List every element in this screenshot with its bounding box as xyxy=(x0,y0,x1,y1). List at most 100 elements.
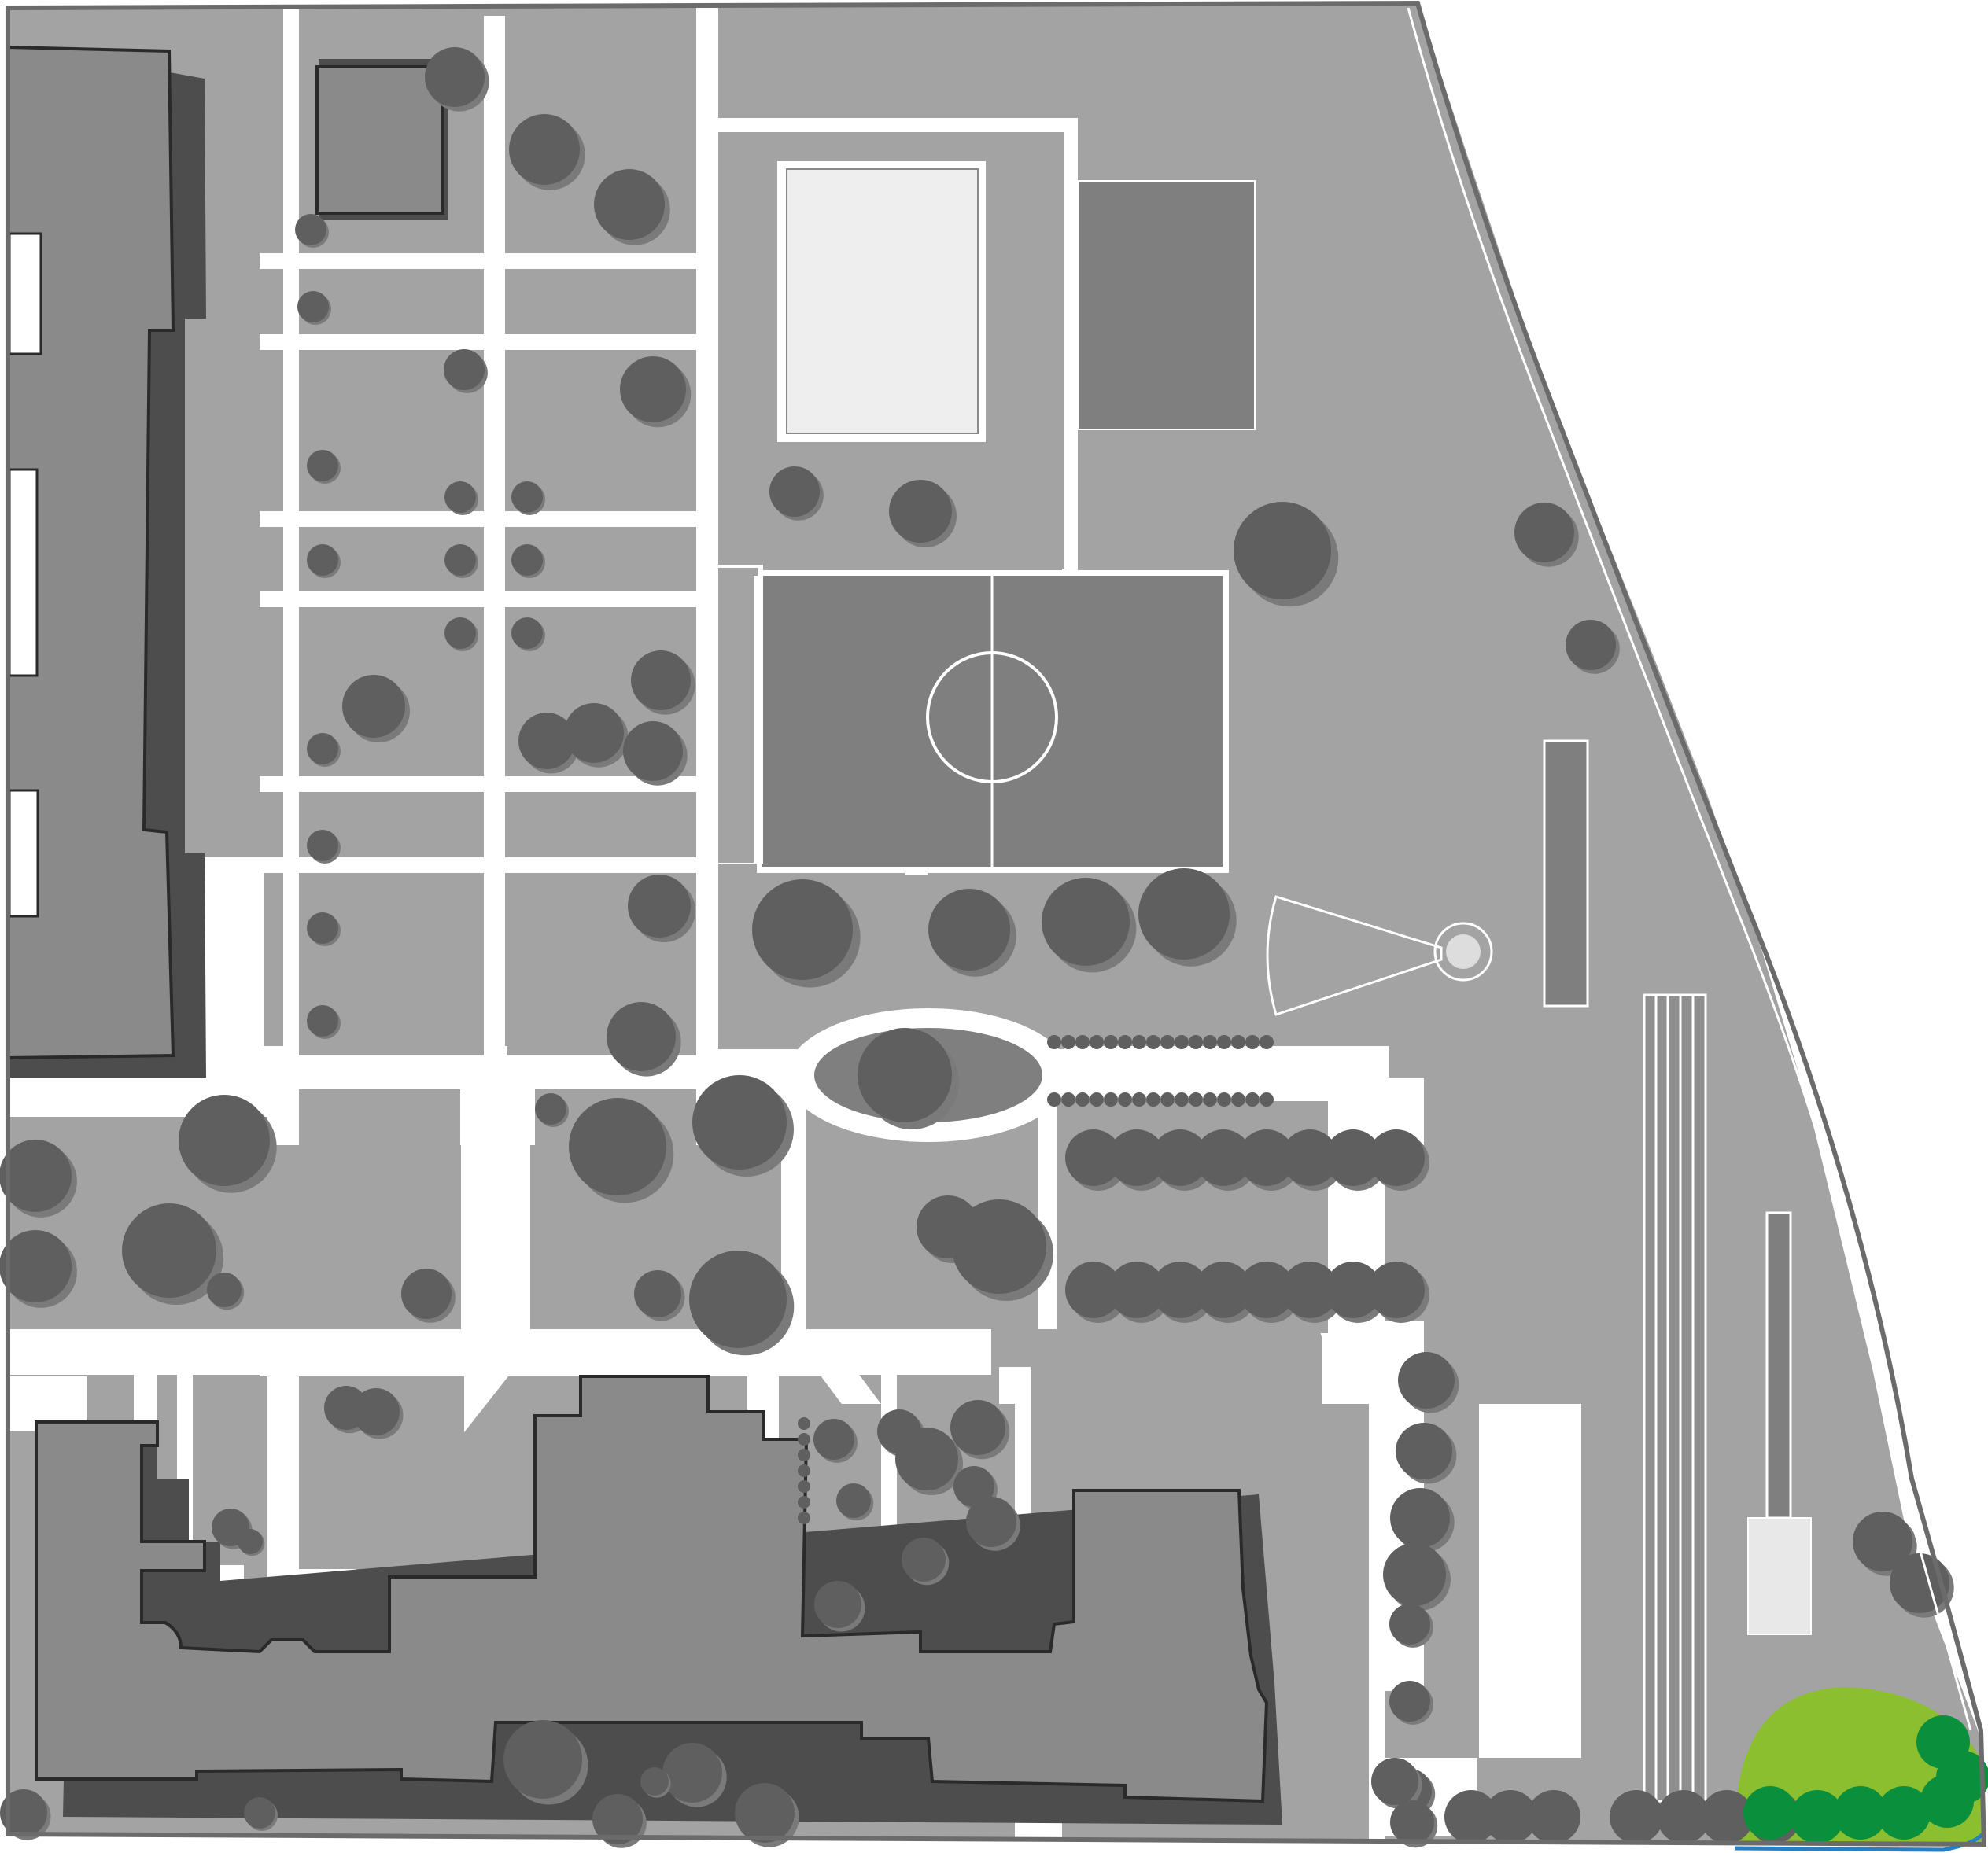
tree xyxy=(511,544,543,576)
east-walkway-end xyxy=(1322,1046,1389,1093)
tree xyxy=(425,47,485,107)
shrub xyxy=(1217,1035,1231,1049)
tree xyxy=(1390,1800,1434,1844)
shrub xyxy=(1189,1092,1203,1107)
tree xyxy=(634,1270,681,1317)
tree xyxy=(1853,1512,1912,1571)
tree xyxy=(401,1269,452,1319)
shrub xyxy=(1260,1035,1274,1049)
tree xyxy=(1444,1790,1498,1844)
site-boundary xyxy=(6,0,1987,1847)
tree xyxy=(0,1140,72,1212)
tree xyxy=(1325,1262,1381,1318)
tree xyxy=(1610,1790,1663,1844)
shrub xyxy=(1132,1092,1146,1107)
tree xyxy=(1238,1129,1295,1186)
running-track xyxy=(1643,993,1707,1803)
tree xyxy=(307,450,338,481)
shrub xyxy=(1260,1092,1274,1107)
tree xyxy=(295,214,326,245)
tree xyxy=(1065,1262,1122,1318)
tree xyxy=(836,1483,871,1518)
shrub xyxy=(1090,1092,1104,1107)
tree xyxy=(207,1273,242,1307)
tree xyxy=(444,481,476,513)
tennis-court xyxy=(786,168,979,434)
tree xyxy=(307,1005,338,1037)
tree xyxy=(620,356,686,422)
shrub xyxy=(1160,1035,1175,1049)
trees xyxy=(0,47,1954,1848)
shrub xyxy=(1175,1035,1189,1049)
tree xyxy=(889,480,952,543)
shrub xyxy=(1146,1092,1160,1107)
shrub xyxy=(1061,1035,1075,1049)
shrub xyxy=(1061,1092,1075,1107)
shrub xyxy=(1203,1092,1217,1107)
tree xyxy=(928,889,1010,971)
tree xyxy=(1389,1681,1430,1722)
shrub xyxy=(1231,1092,1245,1107)
tree xyxy=(950,1400,1005,1455)
tree xyxy=(307,733,338,764)
tree xyxy=(689,1251,787,1348)
tree xyxy=(607,1002,676,1071)
hard-court xyxy=(1077,180,1256,430)
tree xyxy=(1566,620,1616,670)
tree xyxy=(1152,1262,1208,1318)
tree xyxy=(503,1720,582,1799)
tree xyxy=(444,544,476,576)
tree xyxy=(1238,1262,1295,1318)
tree xyxy=(1389,1604,1430,1645)
tree xyxy=(1484,1790,1537,1844)
tree xyxy=(0,1230,72,1302)
tree xyxy=(692,1075,787,1170)
shrub xyxy=(1104,1092,1118,1107)
tree xyxy=(1514,503,1574,562)
tree xyxy=(858,1028,952,1122)
shrub xyxy=(1118,1035,1132,1049)
tree xyxy=(895,1428,958,1490)
tree xyxy=(1282,1262,1338,1318)
shrub xyxy=(1245,1035,1260,1049)
tree xyxy=(569,1098,666,1195)
shrub xyxy=(798,1449,810,1461)
tree xyxy=(1390,1488,1450,1548)
tree xyxy=(1152,1129,1208,1186)
shrub xyxy=(1118,1092,1132,1107)
tree xyxy=(1657,1790,1710,1844)
building-west-wing xyxy=(6,45,175,1060)
tree xyxy=(297,291,329,322)
tree xyxy=(952,1199,1046,1294)
football-pitch xyxy=(716,565,1229,873)
shrub xyxy=(1189,1035,1203,1049)
light-structure xyxy=(1747,1517,1812,1635)
tree xyxy=(1371,1758,1418,1805)
shrub xyxy=(1047,1092,1061,1107)
shrub xyxy=(798,1433,810,1446)
tree xyxy=(1396,1423,1452,1479)
shrub xyxy=(1075,1092,1090,1107)
tree xyxy=(1700,1790,1754,1844)
shrub xyxy=(1075,1035,1090,1049)
shrub xyxy=(1217,1092,1231,1107)
shrub xyxy=(1047,1035,1061,1049)
hedge-bush xyxy=(1743,1786,1797,1840)
shrub xyxy=(1175,1092,1189,1107)
tree xyxy=(769,466,820,517)
tree xyxy=(814,1581,861,1628)
tree xyxy=(1108,1129,1165,1186)
tree xyxy=(238,1529,263,1554)
tree xyxy=(752,879,853,980)
west-building-windows xyxy=(8,232,42,918)
shrub xyxy=(798,1480,810,1493)
shrub xyxy=(1245,1092,1260,1107)
tree xyxy=(307,830,338,861)
tree xyxy=(640,1767,669,1796)
hedge-bush xyxy=(1834,1786,1887,1840)
hedge xyxy=(1743,1715,1988,1844)
tree xyxy=(1383,1543,1446,1606)
tree xyxy=(244,1797,275,1829)
shrub xyxy=(798,1464,810,1477)
